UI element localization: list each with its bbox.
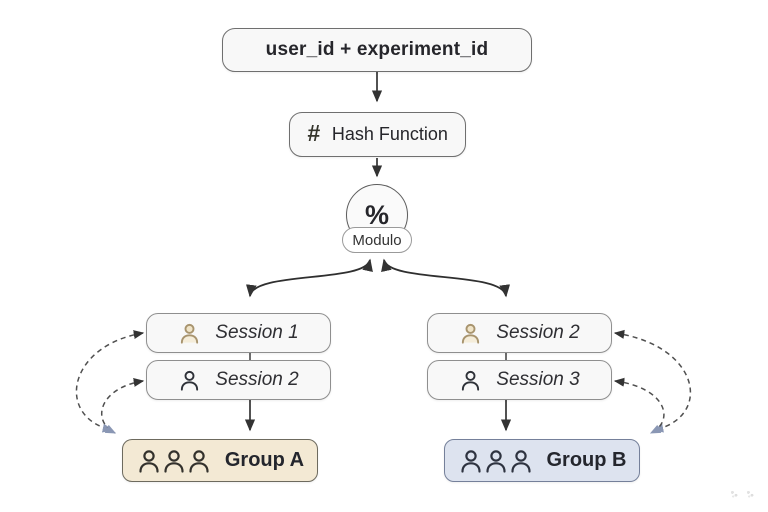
session-label: Session 1 [215, 322, 299, 343]
arrow-modulo-to-left-sessions [246, 258, 373, 298]
people-trio-icon [460, 449, 531, 473]
people-trio-icon [139, 449, 209, 473]
hash-function-label: Hash Function [331, 124, 448, 144]
session3-right-box: Session 3 [427, 360, 612, 400]
person-icon [462, 323, 480, 344]
percent-icon: % [364, 199, 389, 230]
dashed-arrow-group-b-session3 [613, 377, 665, 434]
dashed-arrow-group-a-session2 [100, 378, 145, 434]
hash-function-box: # Hash Function [289, 112, 466, 157]
modulo-label-pill: Modulo [342, 227, 412, 253]
hash-icon: # [307, 120, 320, 146]
session2-left-box: Session 2 [146, 360, 331, 400]
session-label: Session 3 [496, 369, 580, 390]
group-label: Group B [546, 449, 627, 471]
person-icon [462, 370, 480, 391]
arrow-modulo-to-right-sessions [381, 258, 510, 298]
group-b-box: Group B [444, 439, 640, 482]
input-id-box: user_id + experiment_id [222, 28, 532, 72]
session1-left-box: Session 1 [146, 313, 331, 353]
person-icon [181, 370, 199, 391]
modulo-label: Modulo [352, 231, 402, 249]
input-id-label: user_id + experiment_id [265, 39, 489, 60]
group-a-box: Group A [122, 439, 318, 482]
dashed-arrow-group-a-session1 [75, 330, 145, 433]
session-label: Session 2 [215, 369, 299, 390]
dashed-arrow-group-b-session2 [613, 329, 692, 433]
watermark [730, 490, 760, 502]
person-icon [181, 323, 199, 344]
session2-right-box: Session 2 [427, 313, 612, 353]
group-label: Group A [224, 449, 305, 471]
session-label: Session 2 [496, 322, 580, 343]
